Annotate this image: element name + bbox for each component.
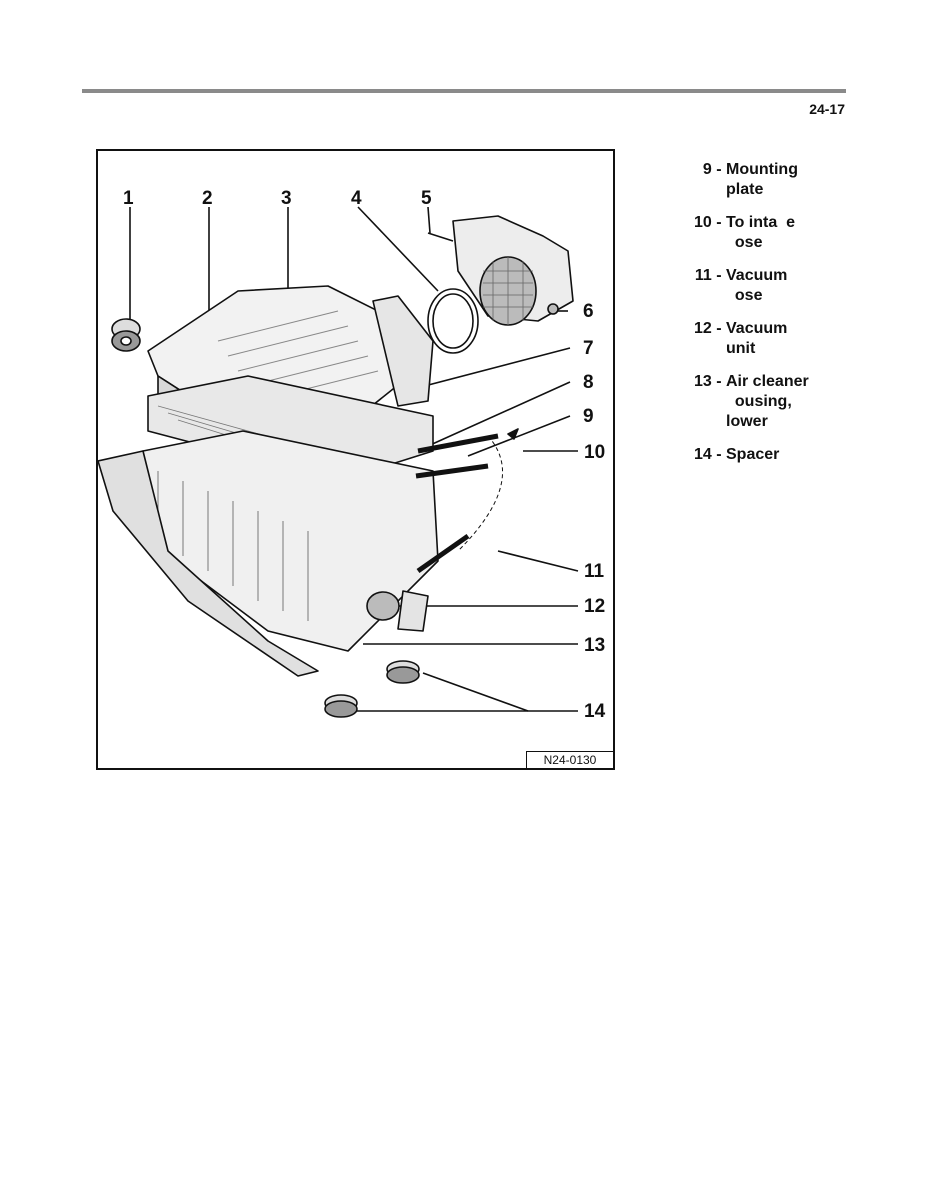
figure-code: N24-0130 xyxy=(526,751,614,769)
legend-number: 12 - xyxy=(693,320,726,337)
legend-item: 12 - Vacuum unit xyxy=(660,319,880,359)
legend-line: plate xyxy=(726,181,764,198)
legend-line: Vacuum xyxy=(726,267,788,284)
legend-description: Vacuum unit xyxy=(726,319,876,359)
callout-10: 10 xyxy=(584,442,606,463)
exploded-view-figure: 1 2 3 4 5 6 7 8 9 10 11 12 13 14 N24-013… xyxy=(96,149,615,770)
legend-item: 13 - Air cleaner ousing, lower xyxy=(660,372,880,432)
legend-description: Vacuum ose xyxy=(726,266,876,306)
header-rule xyxy=(82,89,846,93)
legend-description: Mounting plate xyxy=(726,160,876,200)
legend-number: 11 - xyxy=(694,267,726,284)
legend-line: ose xyxy=(726,287,763,304)
legend-item: 10 - To inta e ose xyxy=(660,213,880,253)
callout-7: 7 xyxy=(583,338,594,359)
callout-13: 13 xyxy=(584,635,606,656)
legend-line: lower xyxy=(726,413,768,430)
legend-number: 13 - xyxy=(693,373,726,390)
legend-line: To inta e xyxy=(726,214,796,231)
callout-14: 14 xyxy=(584,701,606,722)
legend-item: 14 - Spacer xyxy=(660,445,880,465)
callout-8: 8 xyxy=(583,372,594,393)
callout-3: 3 xyxy=(281,188,292,209)
callout-11: 11 xyxy=(584,561,605,582)
legend-line: unit xyxy=(726,340,756,357)
page-number: 24-17 xyxy=(809,101,845,117)
legend-number: 9 - xyxy=(702,161,726,178)
parts-legend: 9 - Mounting plate 10 - To inta e ose 11… xyxy=(660,160,880,478)
legend-item: 11 - Vacuum ose xyxy=(660,266,880,306)
callout-4: 4 xyxy=(351,188,362,209)
legend-line: ose xyxy=(726,234,763,251)
legend-description: Spacer xyxy=(726,445,876,465)
legend-number: 14 - xyxy=(693,446,726,463)
legend-line: ousing, xyxy=(726,393,792,410)
callout-12: 12 xyxy=(584,596,606,617)
air-cleaner-illustration xyxy=(98,206,579,718)
legend-description: To inta e ose xyxy=(726,213,876,253)
callout-1: 1 xyxy=(123,188,134,209)
callout-6: 6 xyxy=(583,301,594,322)
callout-5: 5 xyxy=(421,188,432,209)
legend-line: Spacer xyxy=(726,446,780,463)
legend-item: 9 - Mounting plate xyxy=(660,160,880,200)
legend-number: 10 - xyxy=(693,214,726,231)
legend-line: Vacuum xyxy=(726,320,788,337)
legend-description: Air cleaner ousing, lower xyxy=(726,372,876,432)
legend-line: Mounting xyxy=(726,161,798,178)
callout-2: 2 xyxy=(202,188,213,209)
callout-9: 9 xyxy=(583,406,594,427)
legend-line: Air cleaner xyxy=(726,373,809,390)
